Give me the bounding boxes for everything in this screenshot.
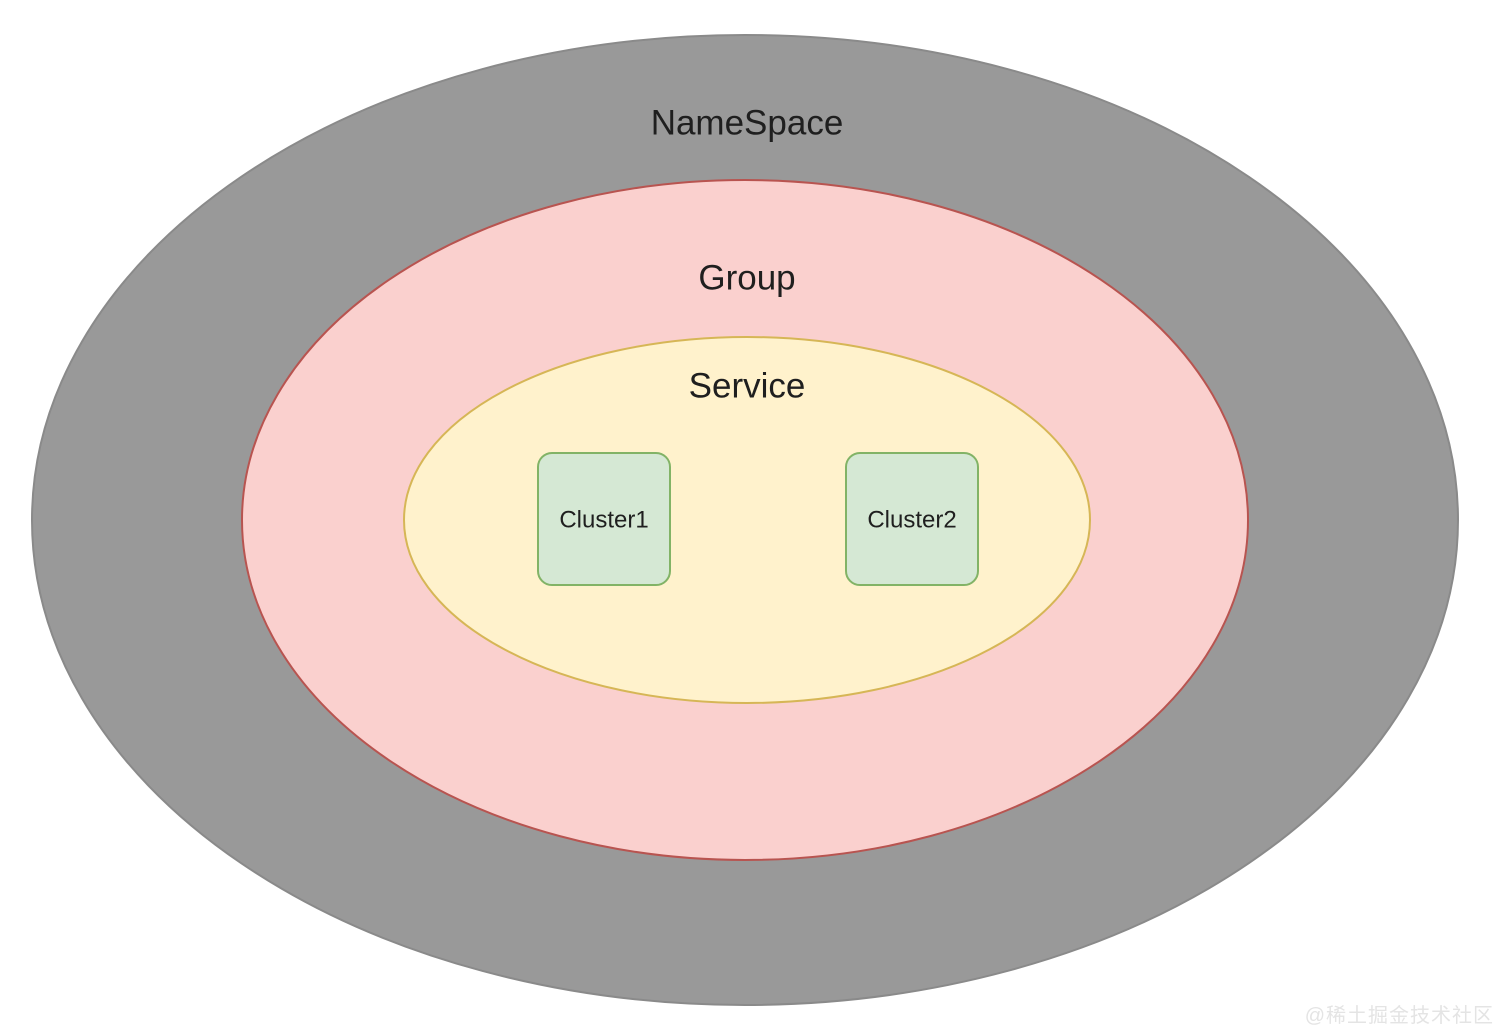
group-label: Group — [698, 258, 795, 297]
cluster2-box[interactable] — [845, 452, 979, 586]
cluster1-box[interactable] — [537, 452, 671, 586]
cluster1-label: Cluster1 — [559, 506, 648, 533]
service-ellipse[interactable] — [403, 336, 1091, 704]
service-label: Service — [689, 366, 806, 405]
cluster2-node[interactable]: Cluster2 — [845, 452, 979, 586]
cluster1-node[interactable]: Cluster1 — [537, 452, 671, 586]
watermark-text: @稀土掘金技术社区 — [1304, 1005, 1494, 1027]
cluster2-label: Cluster2 — [867, 506, 956, 533]
namespace-label: NameSpace — [651, 103, 844, 142]
